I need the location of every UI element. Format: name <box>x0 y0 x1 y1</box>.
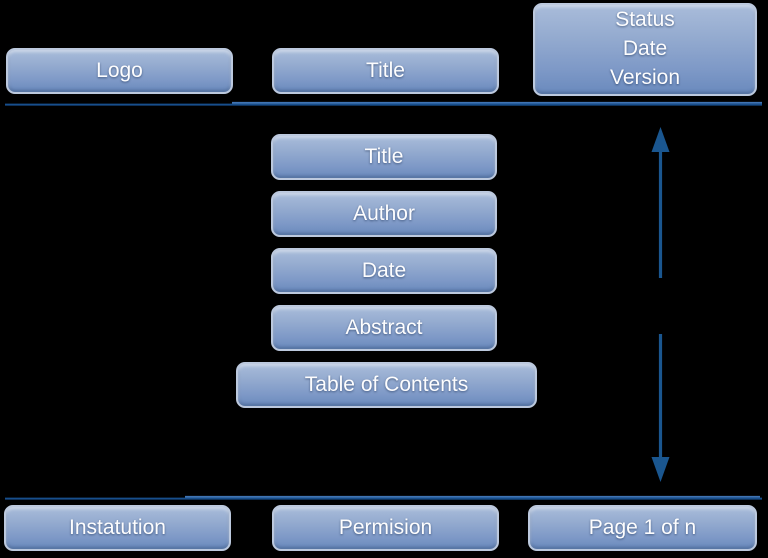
page-number-label: Page 1 of n <box>588 515 697 539</box>
table-of-contents-box: Table of Contents <box>236 362 537 408</box>
footer-divider-line <box>5 495 762 500</box>
page-number-box: Page 1 of n <box>528 505 757 551</box>
header-title-label: Title <box>366 58 405 82</box>
up-arrow-icon <box>651 127 670 278</box>
body-title-label: Title <box>364 144 404 168</box>
body-author-label: Author <box>353 201 415 225</box>
version-label: Version <box>609 65 681 89</box>
header-divider-line <box>5 101 762 106</box>
status-date-version-box: Status Date Version <box>533 3 757 96</box>
down-arrow-icon <box>651 334 670 482</box>
body-date-box: Date <box>271 248 497 294</box>
body-date-label: Date <box>361 258 407 282</box>
body-author-box: Author <box>271 191 497 237</box>
header-title-box: Title <box>272 48 499 94</box>
body-title-box: Title <box>271 134 497 180</box>
table-of-contents-label: Table of Contents <box>304 372 469 396</box>
institution-box: Instatution <box>4 505 231 551</box>
institution-label: Instatution <box>69 515 166 539</box>
logo-box: Logo <box>6 48 233 94</box>
permission-box: Permision <box>272 505 499 551</box>
logo-label: Logo <box>96 58 143 82</box>
body-abstract-label: Abstract <box>345 315 423 339</box>
permission-label: Permision <box>338 515 433 539</box>
status-label: Status <box>615 8 675 32</box>
body-abstract-box: Abstract <box>271 305 497 351</box>
date-label: Date <box>622 37 668 61</box>
